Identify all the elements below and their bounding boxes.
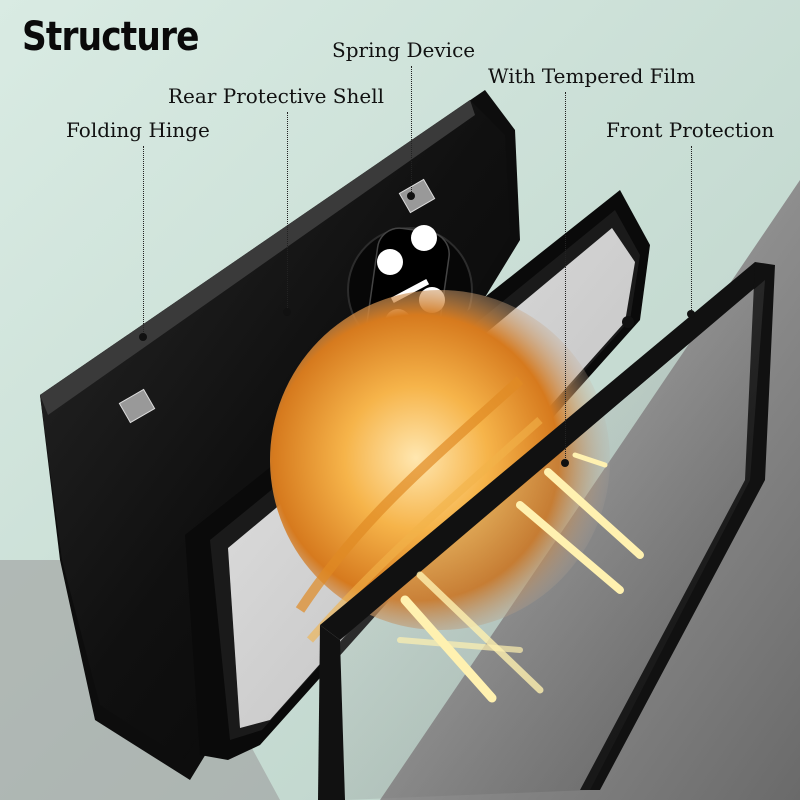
- phone-body: [185, 190, 650, 760]
- leader-tempered-film: [565, 92, 566, 462]
- leader-dot-spring-device: [407, 192, 415, 200]
- label-folding-hinge: Folding Hinge: [66, 118, 210, 142]
- page-title: Structure: [22, 14, 199, 60]
- front-protection-frame: [318, 262, 775, 800]
- label-rear-shell: Rear Protective Shell: [168, 84, 385, 108]
- label-tempered-film: With Tempered Film: [488, 64, 696, 88]
- leader-dot-folding-hinge: [139, 333, 147, 341]
- leader-dot-tempered-film: [561, 459, 569, 467]
- label-spring-device: Spring Device: [332, 38, 476, 62]
- leader-folding-hinge: [143, 146, 144, 336]
- leader-spring-device: [411, 66, 412, 196]
- leader-front-protection: [691, 146, 692, 314]
- leader-rear-shell: [287, 112, 288, 312]
- leader-dot-front-protection: [687, 310, 695, 318]
- leader-dot-rear-shell: [283, 308, 291, 316]
- label-front-protection: Front Protection: [606, 118, 775, 142]
